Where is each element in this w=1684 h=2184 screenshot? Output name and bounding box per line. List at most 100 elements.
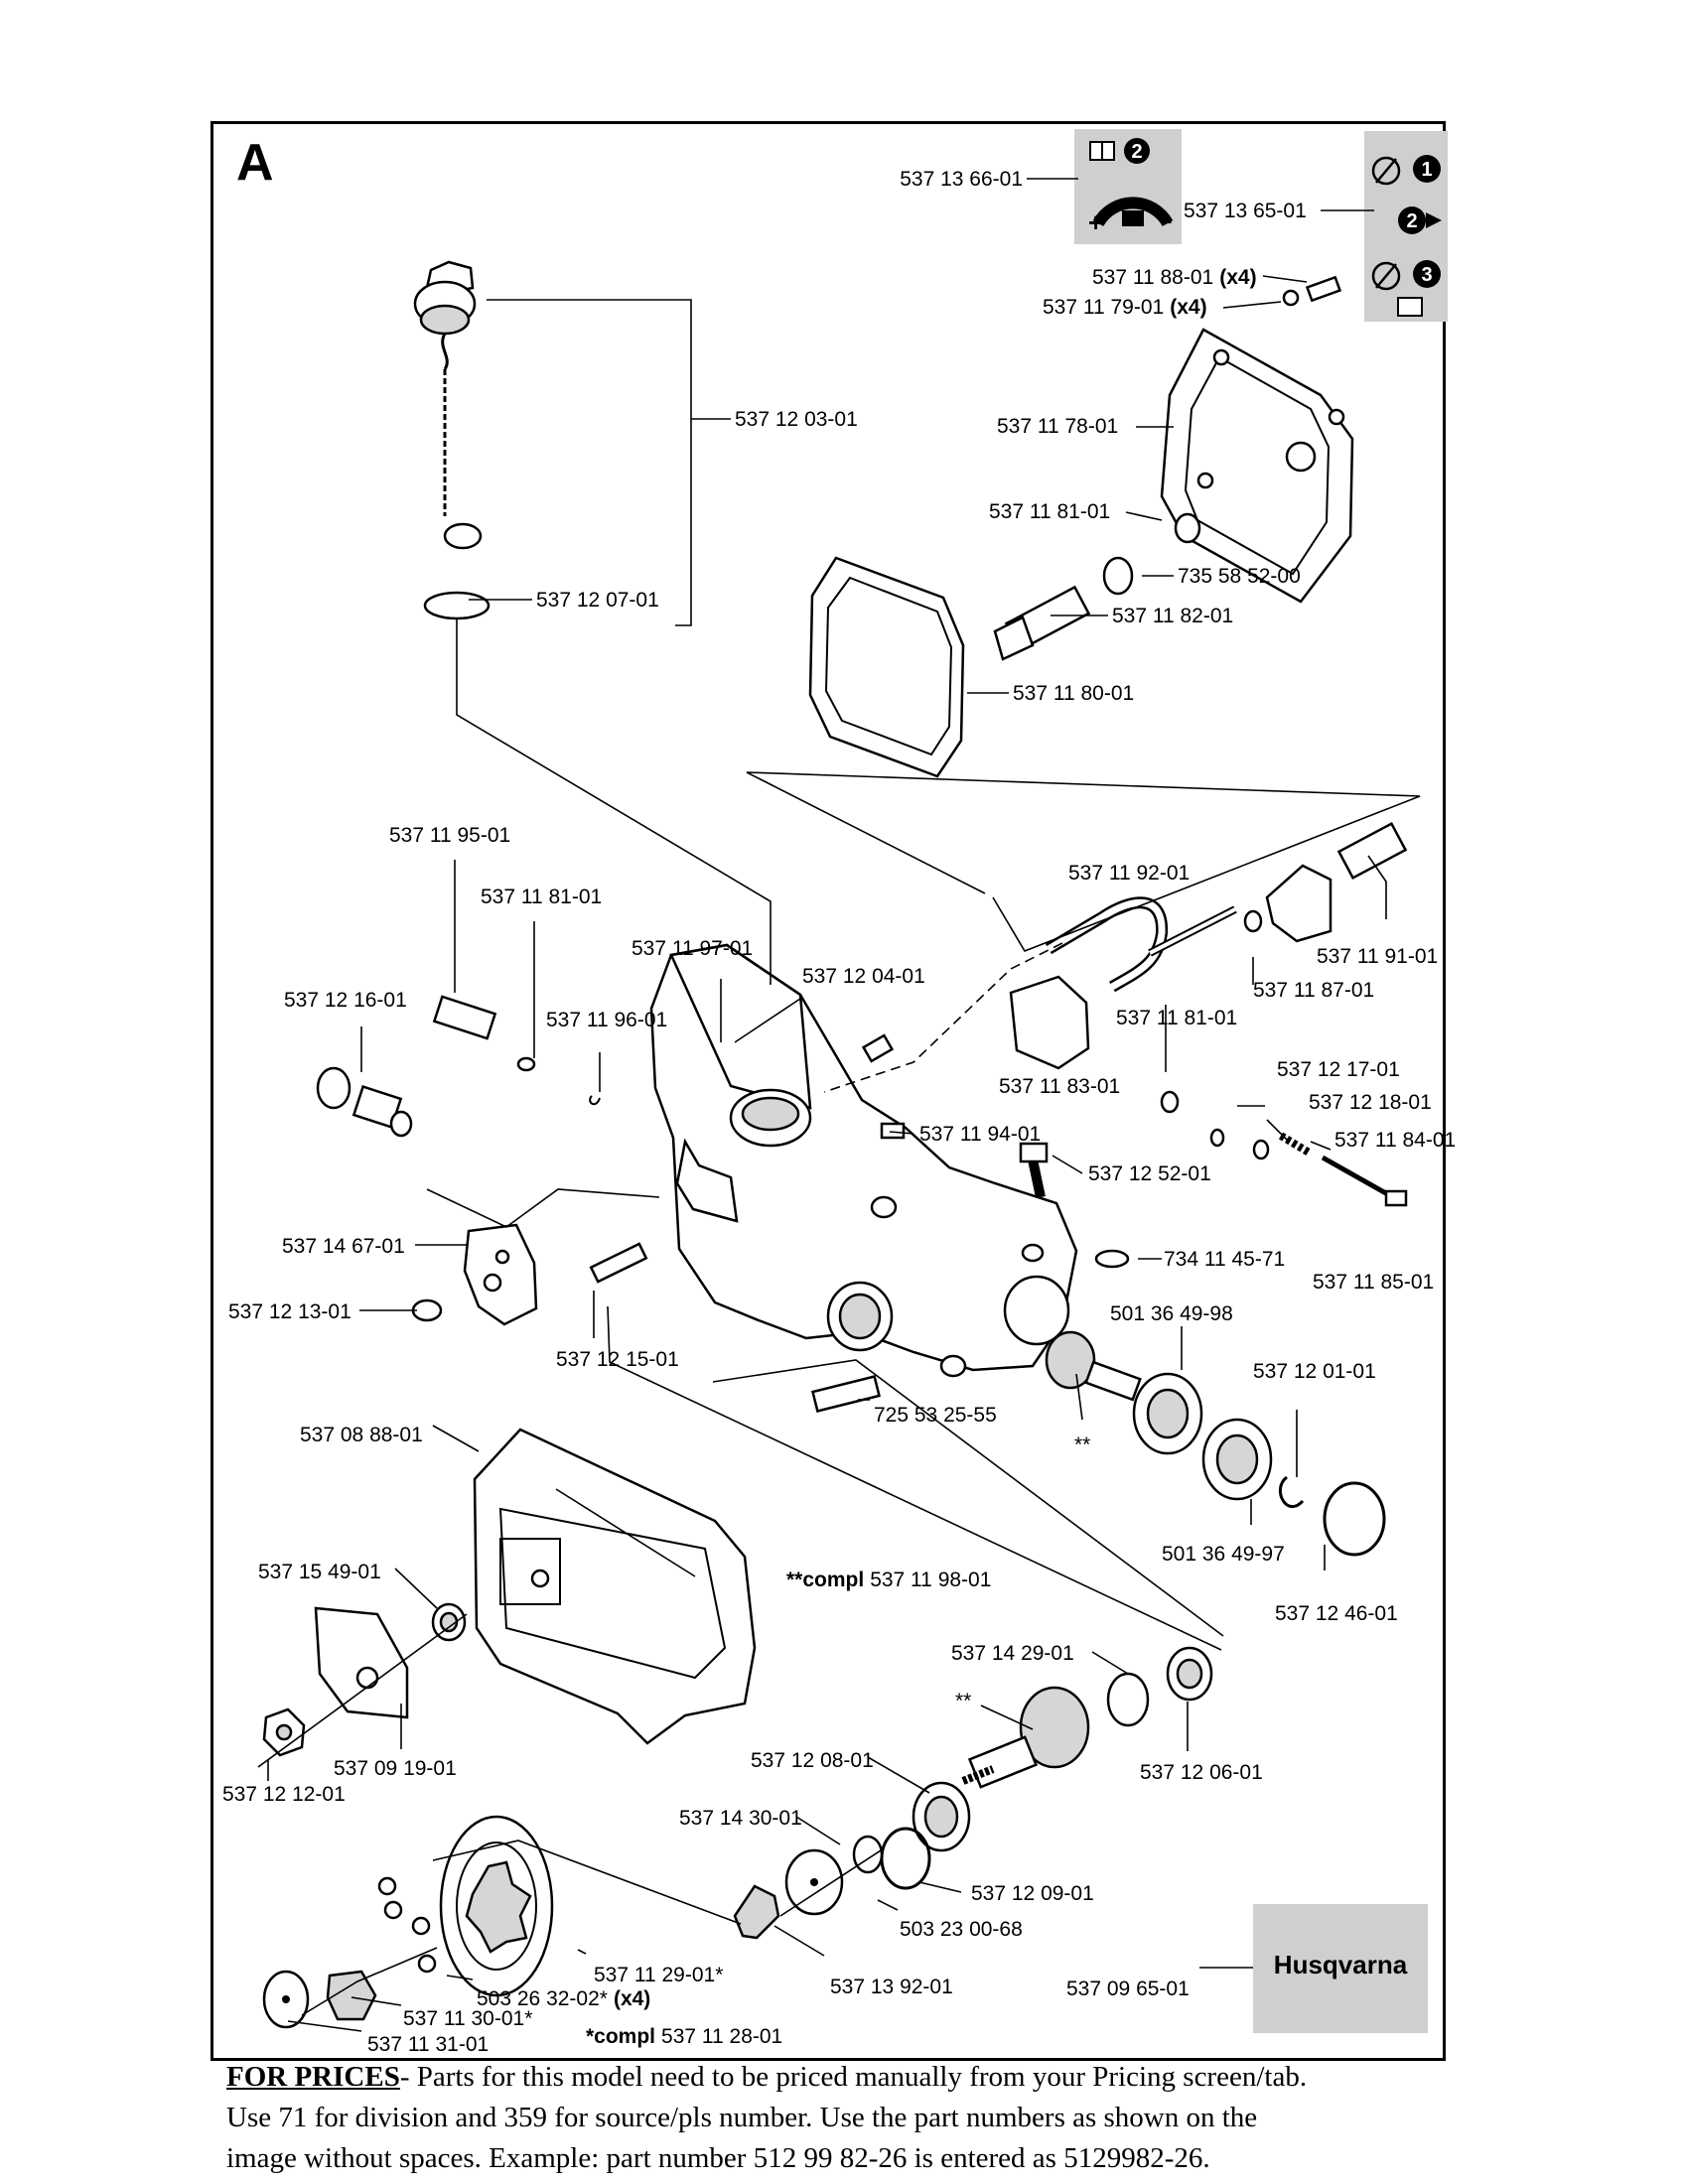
label-537119701: 537 11 97-01: [632, 937, 753, 960]
brand-decal-text: Husqvarna: [1274, 1950, 1408, 1979]
cover-nut: [262, 1707, 306, 1757]
assembly-lines: [257, 617, 1421, 2016]
small-drive-parts: [262, 1876, 437, 2029]
label-537119501: 537 11 95-01: [389, 824, 510, 847]
rotate-step-icon: [1371, 156, 1401, 186]
label-537136601: 537 13 66-01: [900, 168, 1023, 191]
cover-plate: [314, 1606, 409, 1719]
label-537118801: 537 11 88-01 (x4): [1092, 266, 1257, 289]
label-537113101: 537 11 31-01: [367, 2033, 489, 2056]
label-503263202: 503 26 32-02* (x4): [477, 1987, 650, 2010]
label-537146701: 537 14 67-01: [282, 1235, 405, 1258]
oil-pump-unit: [1009, 821, 1408, 1070]
svg-text:2: 2: [1406, 210, 1417, 232]
callout-leaders: [267, 178, 1387, 2032]
label-735585200: 735 58 52-00: [1178, 565, 1301, 588]
svg-text:2: 2: [1131, 141, 1142, 163]
label-537118801-qty: (x4): [1219, 266, 1256, 289]
label-537120701: 537 12 07-01: [536, 589, 659, 612]
note-compl-drum-prefix: *compl: [586, 2025, 655, 2048]
label-537120601: 537 12 06-01: [1140, 1761, 1263, 1784]
label-537121201: 537 12 12-01: [222, 1783, 346, 1806]
label-537139201: 537 13 92-01: [830, 1976, 953, 1998]
drum-and-drive: [439, 1815, 780, 1997]
pricing-line-1: FOR PRICES- Parts for this model need to…: [226, 2057, 1517, 2098]
label-537118501: 537 11 85-01: [1313, 1271, 1434, 1294]
chain-tensioner-plate: [463, 1223, 538, 1326]
label-537120401: 537 12 04-01: [802, 965, 925, 988]
cover-washer: [431, 1602, 467, 1642]
label-537096501: 537 09 65-01: [1066, 1978, 1190, 2000]
oil-hose: [1045, 896, 1169, 993]
pump-plunger: [432, 995, 601, 1106]
label-537118201: 537 11 82-01: [1112, 605, 1233, 627]
label-734114571: 734 11 45-71: [1164, 1248, 1285, 1271]
label-537113001: 537 11 30-01*: [403, 2007, 532, 2030]
label-537117901: 537 11 79-01 (x4): [1043, 296, 1207, 319]
label-double-star-2: **: [955, 1690, 971, 1712]
label-537118001: 537 11 80-01: [1013, 682, 1134, 705]
label-537154901: 537 15 49-01: [258, 1561, 381, 1583]
label-537121801: 537 12 18-01: [1309, 1091, 1432, 1114]
label-537118701: 537 11 87-01: [1253, 979, 1374, 1002]
svg-text:-: -: [1164, 205, 1173, 234]
label-537120801: 537 12 08-01: [751, 1749, 874, 1772]
oil-tank-cover: [1160, 328, 1354, 604]
label-537118101c: 537 11 81-01: [1116, 1007, 1237, 1029]
label-503263202-qty: (x4): [614, 1987, 650, 2010]
pricing-line-1-text: - Parts for this model need to be priced…: [399, 2061, 1308, 2093]
bearing-497: [1201, 1418, 1273, 1501]
svg-text:1: 1: [1421, 159, 1432, 181]
label-537119201: 537 11 92-01: [1068, 862, 1190, 885]
label-537088801: 537 08 88-01: [300, 1424, 423, 1446]
drive-pinion: [1045, 1330, 1142, 1402]
label-537118801-num: 537 11 88-01: [1092, 266, 1213, 289]
label-503263202-num: 503 26 32-02*: [477, 1987, 608, 2010]
label-537142901: 537 14 29-01: [951, 1642, 1074, 1665]
label-501364998: 501 36 49-98: [1110, 1302, 1233, 1325]
label-537112901: 537 11 29-01*: [594, 1964, 723, 1986]
svg-text:3: 3: [1421, 264, 1432, 286]
label-537118101a: 537 11 81-01: [989, 500, 1110, 523]
pricing-line-2: Use 71 for division and 359 for source/p…: [226, 2102, 1258, 2133]
diagram-frame: [210, 121, 1446, 2061]
label-537124601: 537 12 46-01: [1275, 1602, 1398, 1625]
label-double-star-1: **: [1074, 1433, 1090, 1456]
clutch-cover: [473, 1428, 757, 1745]
label-537119601: 537 11 96-01: [546, 1009, 667, 1031]
label-537120101: 537 12 01-01: [1253, 1360, 1376, 1383]
label-537125201: 537 12 52-01: [1088, 1162, 1211, 1185]
label-537121301: 537 12 13-01: [228, 1300, 351, 1323]
arrow-right-icon: [1426, 212, 1442, 228]
label-537118301: 537 11 83-01: [999, 1075, 1120, 1098]
pricing-lead: FOR PRICES: [226, 2061, 400, 2093]
part-labels: 537 13 66-01 537 13 65-01 537 11 88-01(x…: [222, 168, 1456, 2056]
label-501364997: 501 36 49-97: [1162, 1543, 1285, 1566]
tension-nut: [316, 1066, 413, 1138]
label-537121501: 537 12 15-01: [556, 1348, 679, 1371]
label-537117801: 537 11 78-01: [997, 415, 1118, 438]
cover-screw: [1282, 275, 1342, 307]
label-537117901-num: 537 11 79-01: [1043, 296, 1164, 319]
pricing-line-3: image without spaces. Example: part numb…: [226, 2142, 1210, 2174]
label-537119401: 537 11 94-01: [919, 1123, 1041, 1146]
label-537118401: 537 11 84-01: [1334, 1129, 1456, 1152]
svg-text:+: +: [1088, 207, 1103, 237]
label-537121601: 537 12 16-01: [284, 989, 407, 1012]
label-537118101b: 537 11 81-01: [481, 886, 602, 908]
filler-cap: [413, 260, 491, 620]
decal-adjust-steps: 1 2 3: [1364, 131, 1448, 322]
label-537117901-qty: (x4): [1170, 296, 1206, 319]
label-537119101: 537 11 91-01: [1317, 945, 1438, 968]
decal-oil-adjust: 2 + -: [1074, 129, 1182, 244]
bolt-725: [811, 1375, 881, 1413]
note-compl-gear-housing-num: 537 11 98-01: [870, 1569, 991, 1591]
label-503230068: 503 23 00-68: [900, 1918, 1023, 1941]
label-537143001: 537 14 30-01: [679, 1807, 802, 1830]
cover-gasket: [808, 556, 965, 778]
oil-flow-adjust-icon: [1092, 197, 1174, 227]
label-725532555: 725 53 25-55: [874, 1404, 997, 1427]
